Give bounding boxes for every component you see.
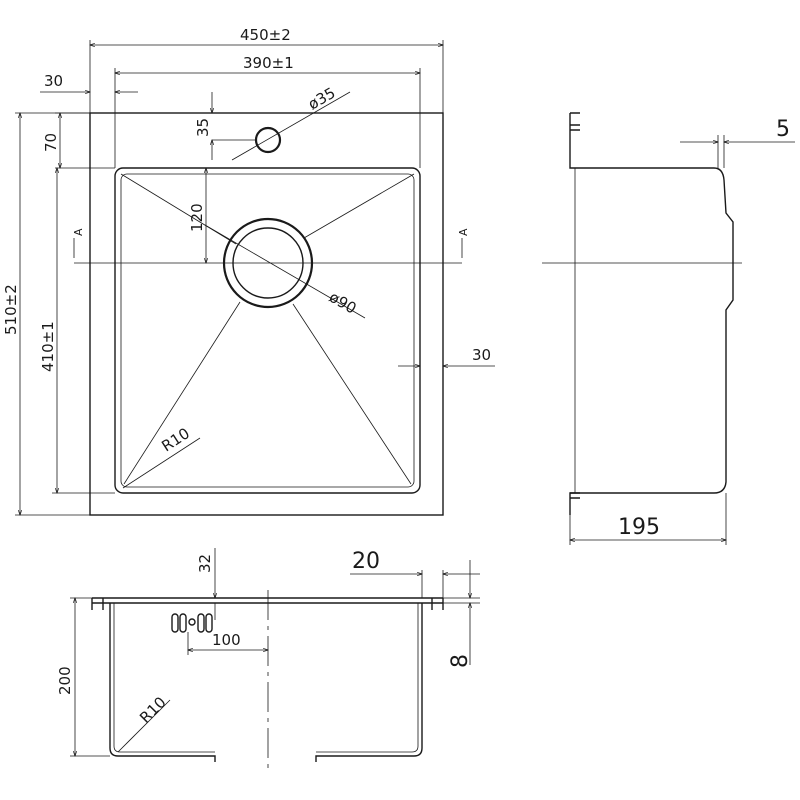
tap-hole [254, 126, 282, 154]
dim-rim-drop: 32 [196, 554, 214, 573]
top-view: 450±2 390±1 30 70 35 ø35 120 ø90 A [2, 26, 495, 516]
front-view: 32 100 20 8 200 R10 [56, 548, 480, 770]
bowl-outline [114, 167, 421, 494]
dim-drain-distance: 120 [188, 203, 206, 232]
dim-front-corner-radius: R10 [136, 693, 170, 727]
dim-flange-thickness: 8 [448, 654, 473, 668]
dim-bowl-height: 410±1 [39, 321, 57, 372]
side-profile [569, 113, 734, 515]
dim-overflow-distance: 100 [212, 631, 241, 649]
dim-tap-hole: ø35 [305, 84, 338, 114]
dim-rim-top: 70 [42, 133, 60, 152]
bowl-inner-outline [120, 173, 415, 488]
dim-overall-height: 510±2 [2, 284, 20, 335]
dim-bowl-depth: 200 [56, 666, 74, 695]
dim-overall-width: 450±2 [240, 26, 291, 44]
dim-side-flange: 5 [776, 117, 790, 142]
dim-rim-offset: 30 [44, 72, 63, 90]
sink-outline [89, 112, 444, 516]
dim-side-depth: 195 [618, 515, 660, 540]
dim-corner-radius: R10 [158, 424, 193, 455]
section-mark-left: A [72, 228, 85, 236]
overflow-slots [171, 613, 213, 633]
dim-bowl-width: 390±1 [243, 54, 294, 72]
dim-drain-diameter: ø90 [326, 288, 359, 318]
side-view: 5 195 [542, 112, 795, 545]
dim-flange-width: 20 [352, 549, 380, 574]
section-mark-right: A [457, 228, 470, 236]
front-rim [92, 597, 443, 604]
dim-tap-offset: 35 [194, 118, 212, 137]
front-bowl [109, 603, 216, 762]
dim-right-rim: 30 [472, 346, 491, 364]
